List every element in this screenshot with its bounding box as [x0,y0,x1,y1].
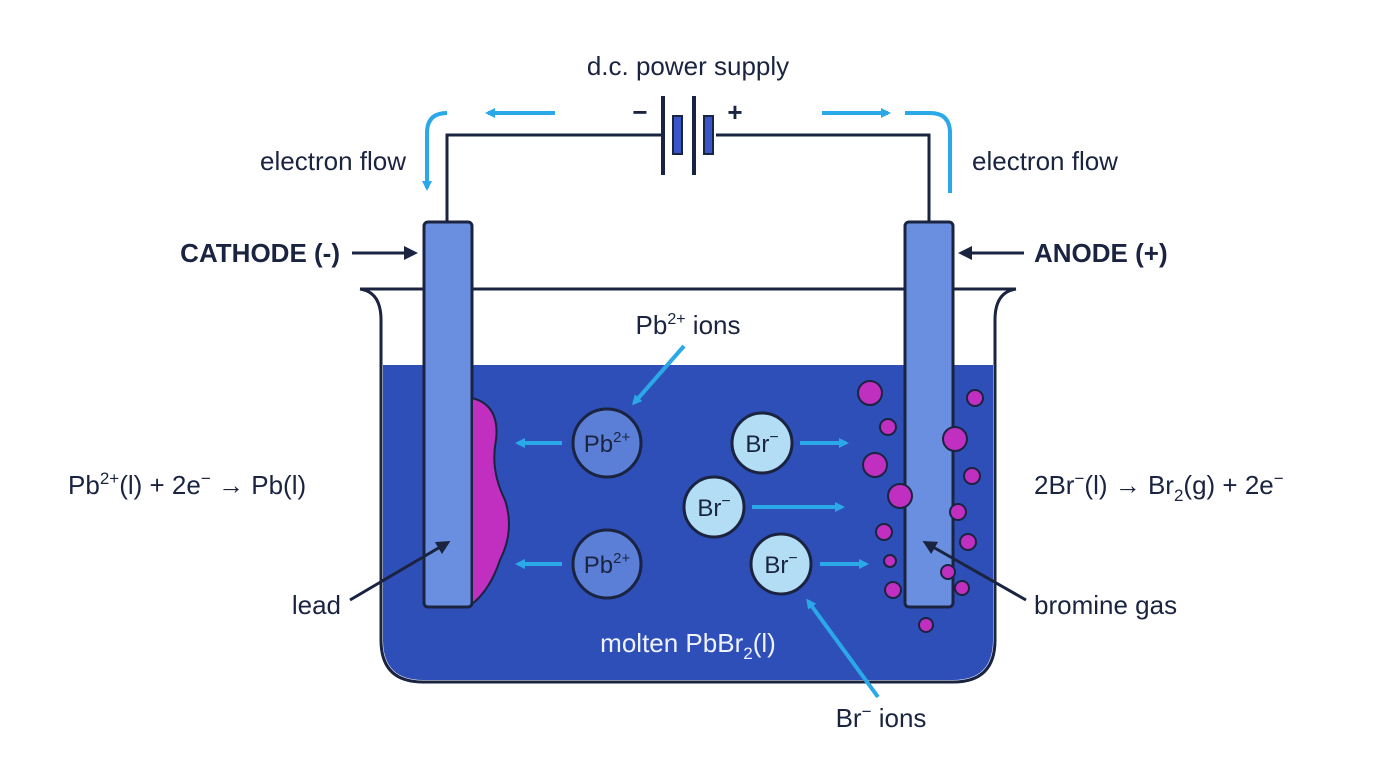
electron-flow-arrow-right-curve [905,111,952,193]
pb-ions-pointer [632,344,686,406]
cathode-equation: Pb2+(l) + 2e− → Pb(l) [68,469,306,500]
lead-label: lead [292,590,341,620]
br-ion-2: Br− [682,475,746,539]
electron-flow-label-right: electron flow [972,146,1118,176]
bromine-bubbles [857,380,984,633]
battery-minus: − [632,97,647,127]
anode-label: ANODE (+) [1034,238,1168,268]
power-supply-label: d.c. power supply [587,51,789,81]
anode-electrode [903,220,955,609]
battery-plus: + [727,97,742,127]
br-ion-1: Br− [730,411,794,475]
cathode-electrode [422,220,474,609]
svg-text:Pb2+: Pb2+ [584,550,631,579]
svg-text:Br−: Br− [764,550,797,579]
cathode-label: CATHODE (-) [180,238,340,268]
svg-text:Br−: Br− [697,493,730,522]
anode-equation: 2Br−(l) → Br2(g) + 2e− [1034,469,1284,505]
pb-ions-label: Pb2+ ions [636,310,741,340]
pb-ion-2: Pb2+ [571,528,643,600]
br-ions-pointer [806,598,880,699]
lead-deposit [471,396,510,607]
bromine-gas-label: bromine gas [1034,590,1177,620]
electron-flow-label-left: electron flow [260,146,406,176]
bromine-pointer [922,541,1027,602]
electron-flow-arrow-left-curve [422,111,448,191]
svg-text:Pb2+: Pb2+ [584,429,631,458]
br-ions-label: Br− ions [836,702,927,733]
wire-left [445,133,663,222]
lead-pointer [349,540,451,602]
beaker [359,287,1017,684]
svg-text:Br−: Br− [745,429,778,458]
pb-ion-1: Pb2+ [571,407,643,479]
br-ion-3: Br− [749,532,813,596]
electrolyte-label: molten PbBr2(l) [600,628,776,663]
wire-right [716,133,931,222]
battery-icon [661,96,714,175]
